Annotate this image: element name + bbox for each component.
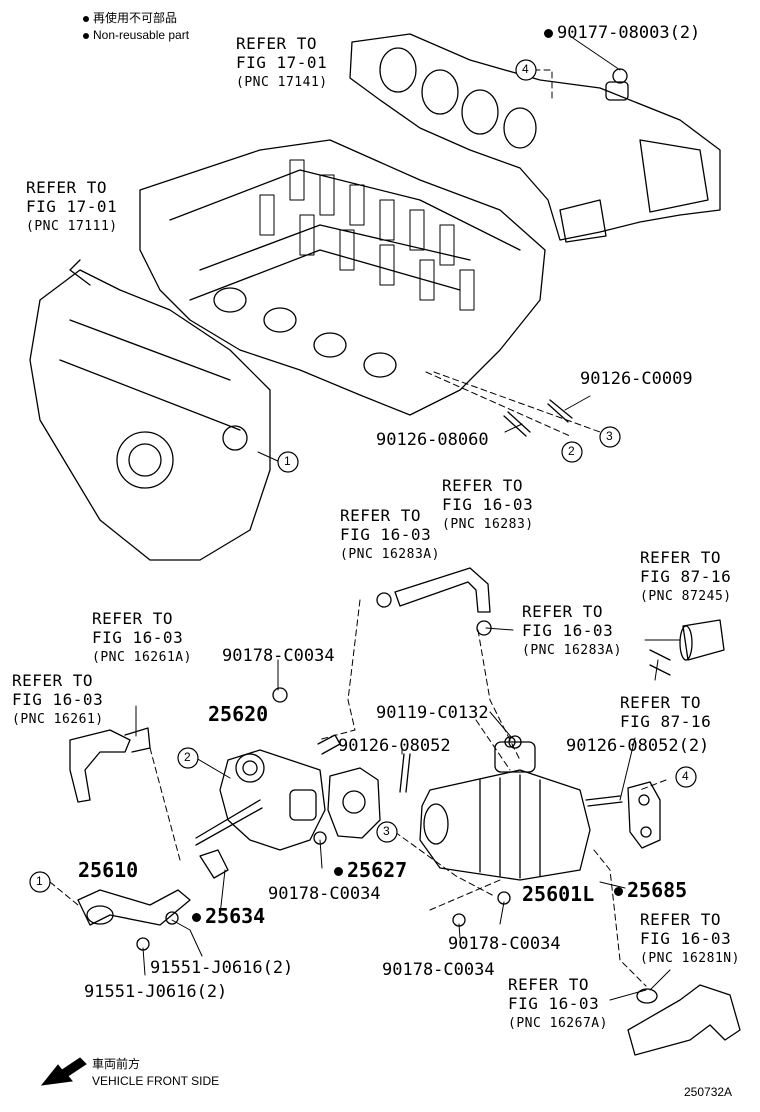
part-label-25627[interactable]: 25627 xyxy=(334,860,407,880)
front-arrow-icon xyxy=(40,1057,87,1086)
refer-to-label: REFER TO xyxy=(92,609,174,628)
callout-number: 4 xyxy=(682,769,689,783)
callout-number: 2 xyxy=(184,750,191,764)
refer-to-label: REFER TO xyxy=(442,476,524,495)
refer-to-label: REFER TO xyxy=(620,693,702,712)
legend-nonreusable-cn: 再使用不可部品 xyxy=(83,12,177,24)
callout-number: 3 xyxy=(383,824,390,838)
part-label-90126-08060[interactable]: 90126-08060 xyxy=(376,430,489,450)
refer-to-label: REFER TO xyxy=(640,910,722,929)
part-label-90178-c0034[interactable]: 90178-C0034 xyxy=(268,884,381,904)
refer-pnc: (PNC 16267A) xyxy=(508,1016,608,1031)
part-label-25634[interactable]: 25634 xyxy=(192,906,265,926)
stud-drawings xyxy=(503,399,573,437)
refer-fig-link[interactable]: FIG 16-03 xyxy=(92,628,184,647)
gasket-25685-drawing xyxy=(627,781,661,849)
part-label-25620[interactable]: 25620 xyxy=(208,702,269,726)
timing-cover-drawing xyxy=(29,259,271,561)
direction-cn: 車両前方 xyxy=(92,1057,141,1071)
refer-fig-link[interactable]: FIG 16-03 xyxy=(12,690,104,709)
cylinder-head-drawing xyxy=(139,139,546,416)
refer-pnc: (PNC 16281N) xyxy=(640,951,740,966)
legend-nonreusable-en: Non-reusable part xyxy=(83,29,189,41)
egr-pipe-drawing xyxy=(77,849,229,926)
callout-circle-3-top xyxy=(599,426,621,448)
refer-fig-link[interactable]: FIG 16-03 xyxy=(508,994,600,1013)
callout-number: 2 xyxy=(568,444,575,458)
callout-number: 1 xyxy=(36,874,43,888)
refer-pnc: (PNC 16261) xyxy=(12,712,104,727)
callout-number: 4 xyxy=(522,62,529,76)
callout-circle-2-top xyxy=(561,441,583,463)
part-label-90177-08003[interactable]: 90177-08003(2) xyxy=(544,25,700,42)
refer-to-label: REFER TO xyxy=(236,34,318,53)
part-label-90178-c0034[interactable]: 90178-C0034 xyxy=(448,934,561,954)
part-label-90178-c0034[interactable]: 90178-C0034 xyxy=(382,960,495,980)
refer-fig-link[interactable]: FIG 87-16 xyxy=(640,567,732,586)
part-label-90126-08052-2[interactable]: 90126-08052(2) xyxy=(566,736,710,756)
refer-fig-link[interactable]: FIG 16-03 xyxy=(340,525,432,544)
refer-to-label: REFER TO xyxy=(522,602,604,621)
exhaust-manifold-drawing xyxy=(349,33,721,243)
callout-number: 1 xyxy=(284,454,291,468)
callout-circle-1-top xyxy=(277,451,299,473)
callout-circle-2-mid xyxy=(177,747,199,769)
refer-pnc: (PNC 16283) xyxy=(442,517,534,532)
refer-fig-link[interactable]: FIG 17-01 xyxy=(236,53,328,72)
direction-en: VEHICLE FRONT SIDE xyxy=(92,1074,220,1088)
refer-fig-link[interactable]: FIG 17-01 xyxy=(26,197,118,216)
gasket-25627-drawing xyxy=(327,767,381,839)
refer-to-label: REFER TO xyxy=(340,506,422,525)
part-label-90126-c0009[interactable]: 90126-C0009 xyxy=(580,369,693,389)
refer-pnc: (PNC 16261A) xyxy=(92,650,192,665)
part-label-90119-c0132[interactable]: 90119-C0132 xyxy=(376,703,489,723)
refer-fig-link[interactable]: FIG 87-16 xyxy=(620,712,712,731)
refer-fig-link[interactable]: FIG 16-03 xyxy=(522,621,614,640)
callout-circle-1-low xyxy=(29,871,51,893)
callout-number: 3 xyxy=(606,429,613,443)
part-label-25601l[interactable]: 25601L xyxy=(522,882,595,906)
refer-to-label: REFER TO xyxy=(640,548,722,567)
refer-to-label: REFER TO xyxy=(26,178,108,197)
part-label-91551-j0616[interactable]: 91551-J0616(2) xyxy=(150,958,294,978)
part-label-90178-c0034[interactable]: 90178-C0034 xyxy=(222,646,335,666)
part-label-91551-j0616[interactable]: 91551-J0616(2) xyxy=(84,982,228,1002)
callout-circle-4-top xyxy=(515,59,537,81)
egr-cooler-drawing xyxy=(419,735,591,881)
refer-to-label: REFER TO xyxy=(12,671,94,690)
refer-pnc: (PNC 17141) xyxy=(236,75,328,90)
egr-valve-drawing xyxy=(195,687,326,851)
refer-to-label: REFER TO xyxy=(508,975,590,994)
part-label-90126-08052[interactable]: 90126-08052 xyxy=(338,736,451,756)
refer-fig-link[interactable]: FIG 16-03 xyxy=(640,929,732,948)
part-label-25610[interactable]: 25610 xyxy=(78,858,139,882)
refer-pnc: (PNC 17111) xyxy=(26,219,118,234)
figure-code: 250732A xyxy=(684,1085,733,1099)
refer-fig-link[interactable]: FIG 16-03 xyxy=(442,495,534,514)
refer-pnc: (PNC 87245) xyxy=(640,589,732,604)
refer-pnc: (PNC 16283A) xyxy=(340,547,440,562)
callout-circle-4-mid xyxy=(675,766,697,788)
part-label-25685[interactable]: 25685 xyxy=(614,880,687,900)
refer-pnc: (PNC 16283A) xyxy=(522,643,622,658)
callout-circle-3-mid xyxy=(376,821,398,843)
